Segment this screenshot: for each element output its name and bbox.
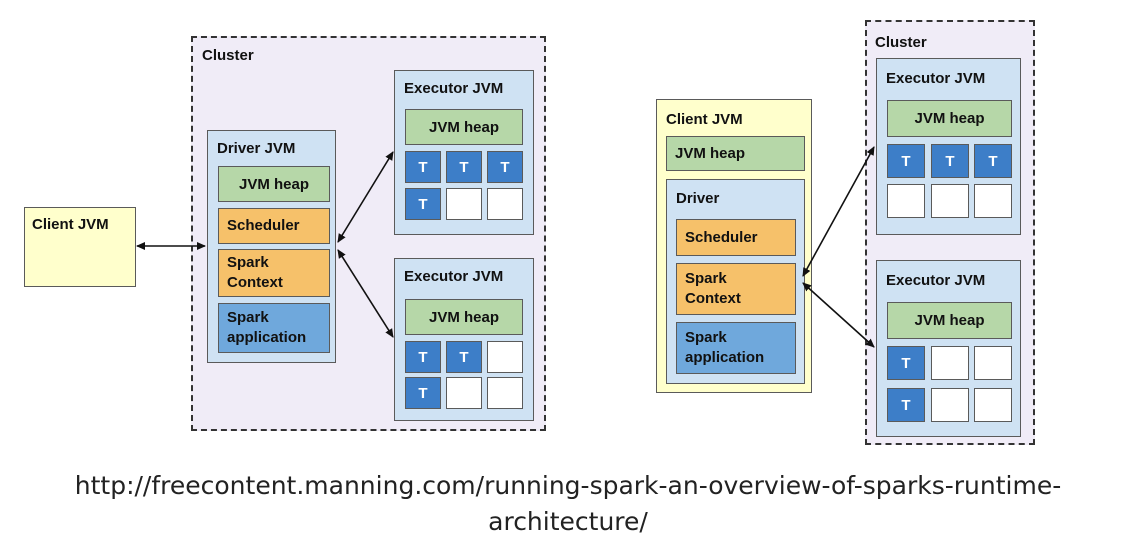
left-spark-app-line1: Spark (227, 309, 269, 326)
empty-slot (931, 346, 969, 380)
empty-slot (446, 377, 482, 409)
left-driver-heap: JVM heap (218, 166, 330, 202)
task-slot: T (405, 151, 441, 183)
right-scheduler: Scheduler (676, 219, 796, 256)
right-spark-context-line1: Spark (685, 270, 727, 287)
left-client-jvm-label: Client JVM (32, 216, 109, 233)
right-cluster-label: Cluster (875, 34, 927, 51)
empty-slot (487, 341, 523, 373)
left-scheduler: Scheduler (218, 208, 330, 244)
empty-slot (974, 346, 1012, 380)
right-client-jvm: Client JVM JVM heap Driver Scheduler Spa… (656, 99, 812, 393)
task-slot: T (405, 188, 441, 220)
empty-slot (887, 184, 925, 218)
left-spark-context-line1: Spark (227, 254, 269, 271)
left-executor-top-heap: JVM heap (405, 109, 523, 145)
right-executor-top-heap: JVM heap (887, 100, 1012, 137)
empty-slot (446, 188, 482, 220)
left-driver-jvm-label: Driver JVM (217, 140, 296, 157)
task-slot: T (931, 144, 969, 178)
left-cluster-label: Cluster (202, 47, 254, 64)
task-slot: T (887, 144, 925, 178)
task-slot: T (405, 377, 441, 409)
left-executor-top: Executor JVM JVM heap T T T T (394, 70, 534, 235)
right-spark-app-line1: Spark (685, 329, 727, 346)
task-slot: T (487, 151, 523, 183)
arrow-driver-to-executor-top-left (337, 151, 394, 243)
empty-slot (487, 377, 523, 409)
left-executor-bottom-heap: JVM heap (405, 299, 523, 335)
right-executor-bottom-heap: JVM heap (887, 302, 1012, 339)
empty-slot (931, 388, 969, 422)
right-client-heap: JVM heap (666, 136, 805, 171)
right-executor-bottom-label: Executor JVM (886, 272, 986, 289)
source-url-line1: http://freecontent.manning.com/running-s… (74, 471, 1062, 500)
right-executor-top-label: Executor JVM (886, 70, 986, 87)
empty-slot (974, 388, 1012, 422)
empty-slot (974, 184, 1012, 218)
task-slot: T (446, 341, 482, 373)
source-url-line2: architecture/ (488, 507, 648, 536)
arrow-context-to-executor-bottom-right (802, 282, 875, 348)
right-executor-top: Executor JVM JVM heap T T T (876, 58, 1021, 235)
left-executor-bottom-label: Executor JVM (404, 268, 504, 285)
left-client-jvm: Client JVM (24, 207, 136, 287)
right-spark-app-line2: application (685, 349, 765, 366)
left-spark-context-line2: Context (227, 274, 283, 291)
right-driver-label: Driver (676, 190, 720, 207)
task-slot: T (887, 388, 925, 422)
left-executor-bottom: Executor JVM JVM heap T T T (394, 258, 534, 421)
arrow-driver-to-executor-bottom-left (337, 249, 394, 338)
task-slot: T (405, 341, 441, 373)
right-spark-application: Spark application (676, 322, 796, 374)
left-spark-app-line2: application (227, 329, 307, 346)
arrow-context-to-executor-top-right (802, 146, 875, 277)
task-slot: T (974, 144, 1012, 178)
task-slot: T (446, 151, 482, 183)
left-executor-top-label: Executor JVM (404, 80, 504, 97)
right-spark-context-line2: Context (685, 290, 741, 307)
right-executor-bottom: Executor JVM JVM heap T T (876, 260, 1021, 437)
empty-slot (931, 184, 969, 218)
empty-slot (487, 188, 523, 220)
left-spark-application: Spark application (218, 303, 330, 353)
right-client-jvm-label: Client JVM (666, 111, 743, 128)
task-slot: T (887, 346, 925, 380)
